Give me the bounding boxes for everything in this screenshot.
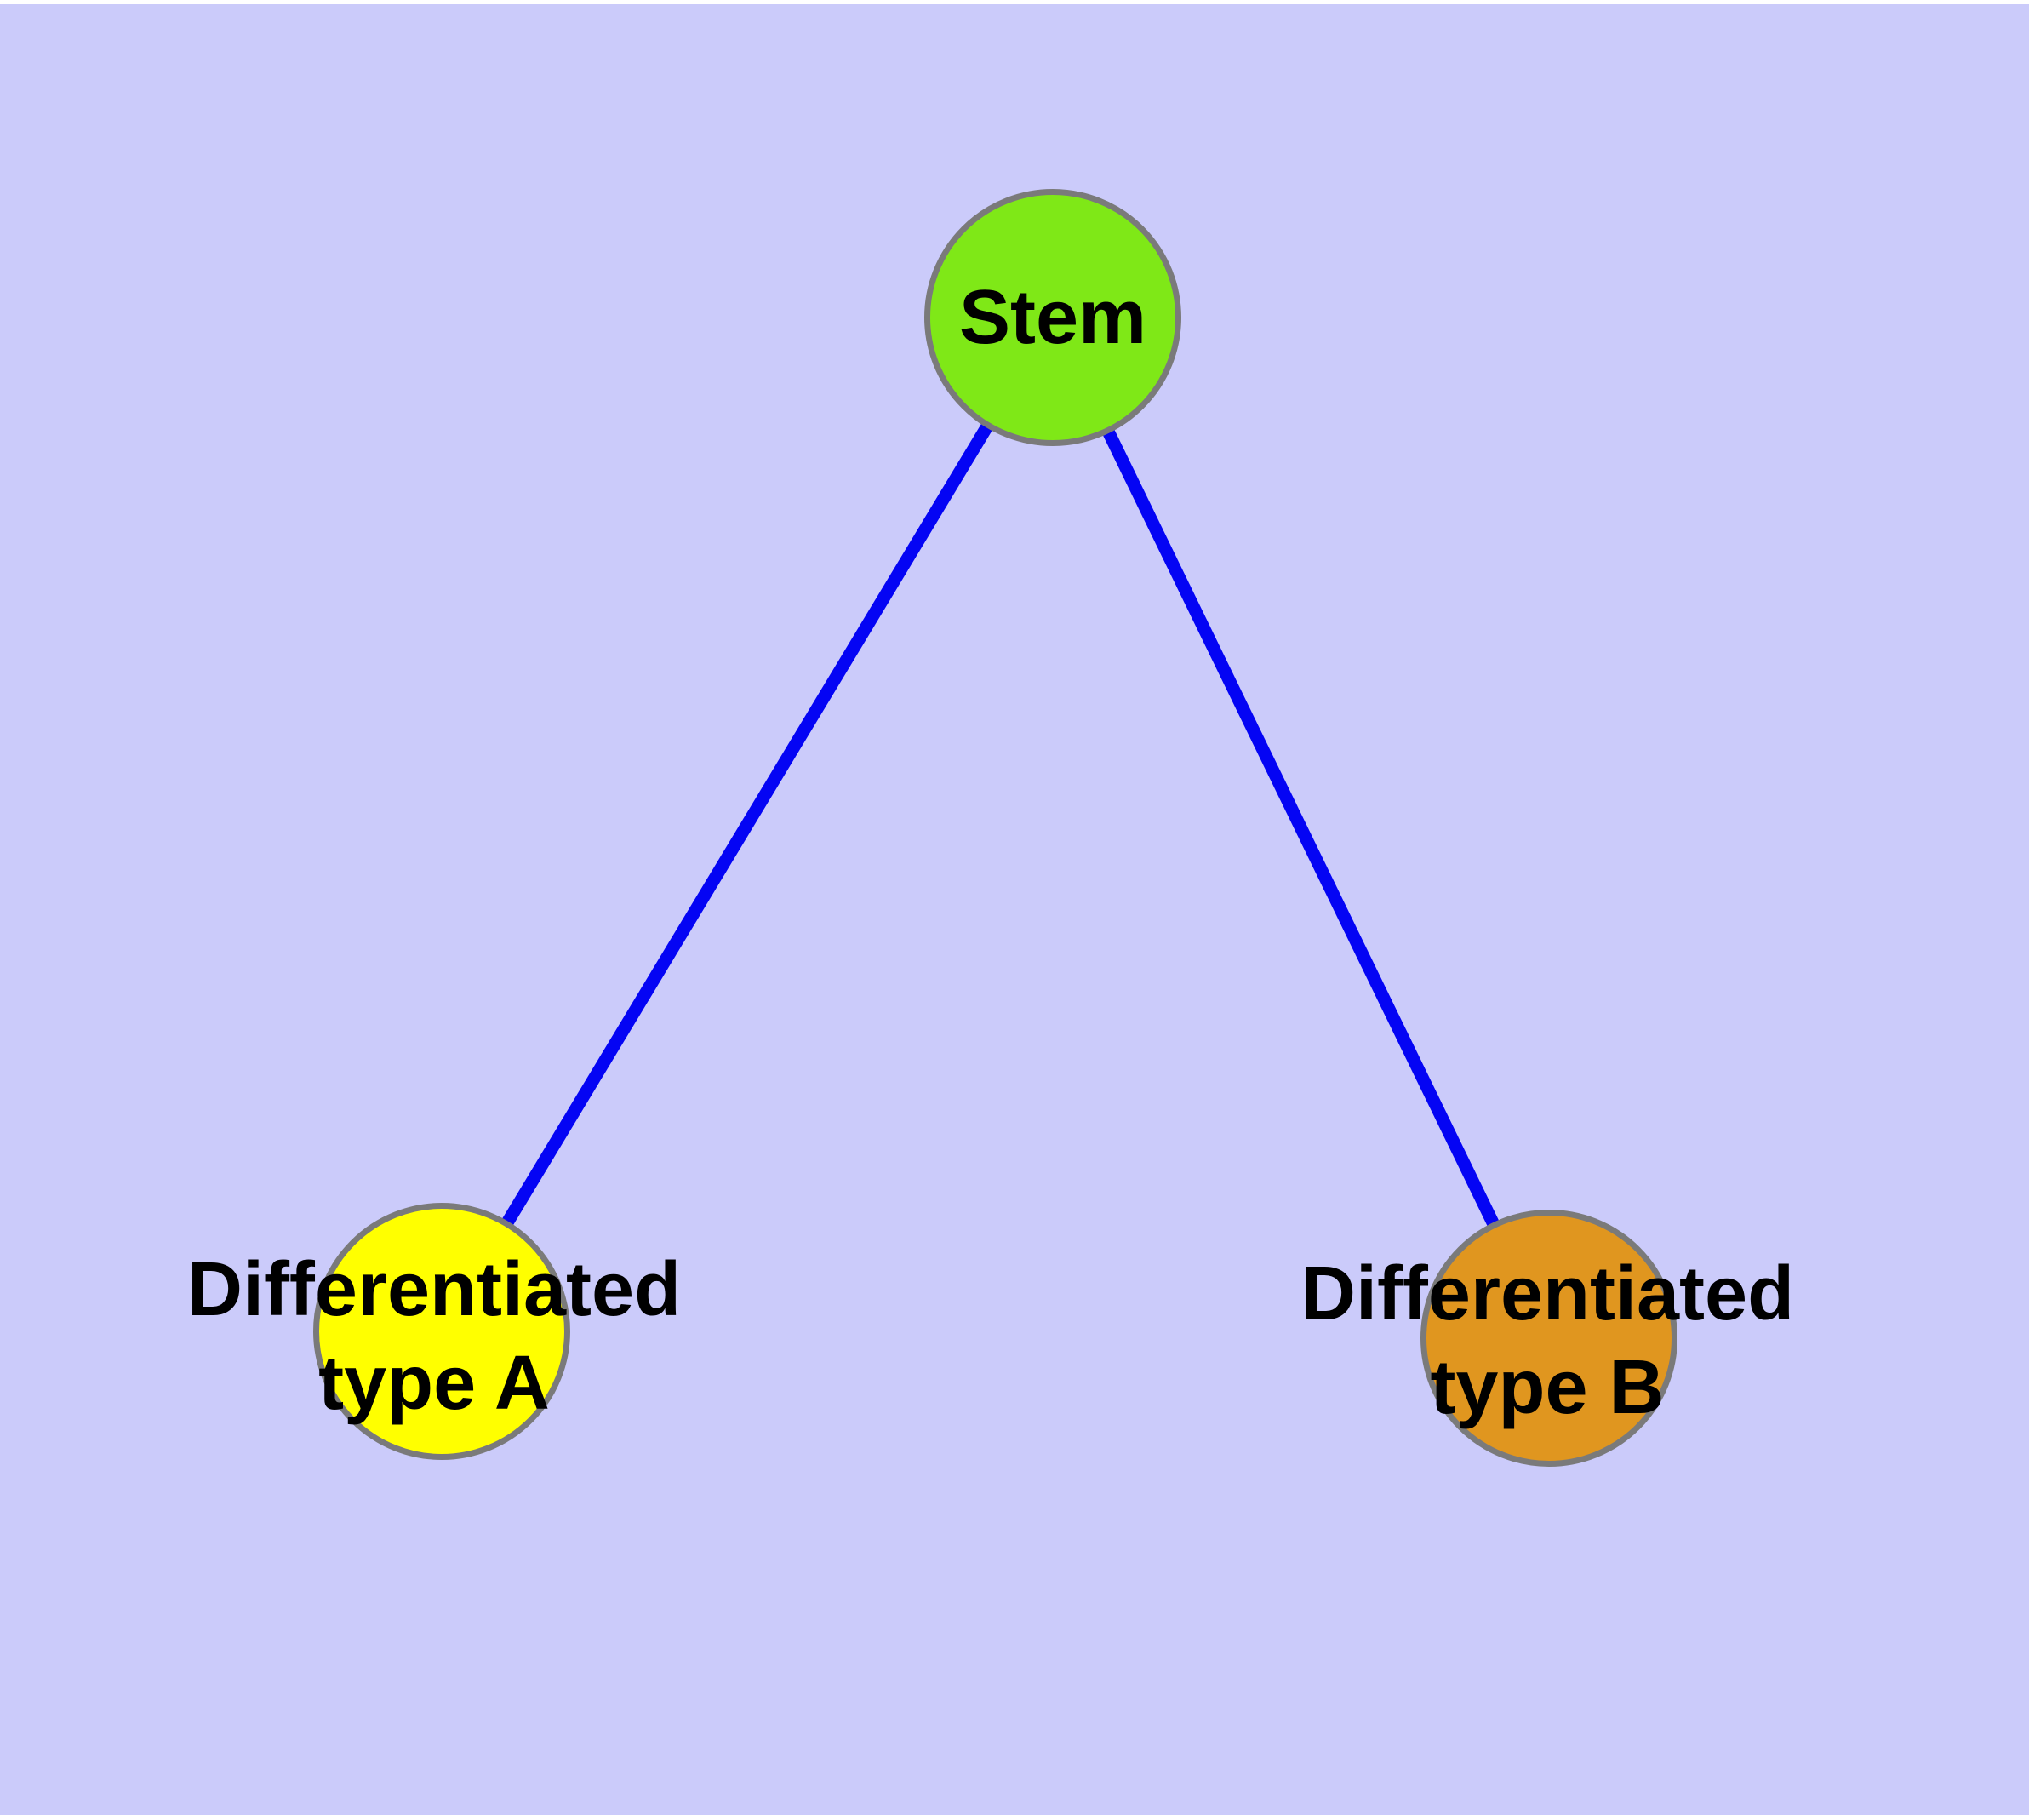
node-stem-label: Stem [959, 271, 1146, 364]
node-differentiated-type-b-label-line1: Differentiated [1300, 1251, 1795, 1336]
node-stem-label-text: Stem [958, 275, 1147, 360]
node-stem [924, 189, 1181, 446]
node-differentiated-type-a-label-line1: Differentiated [186, 1247, 682, 1332]
node-differentiated-type-b [1420, 1210, 1677, 1467]
node-differentiated-type-a [313, 1203, 570, 1460]
node-differentiated-type-a-label: Differentiated type A [187, 1243, 681, 1430]
node-differentiated-type-b-label: Differentiated type B [1300, 1247, 1794, 1434]
node-differentiated-type-a-label-line2: type A [318, 1341, 550, 1426]
node-differentiated-type-b-label-line2: type B [1430, 1345, 1665, 1430]
